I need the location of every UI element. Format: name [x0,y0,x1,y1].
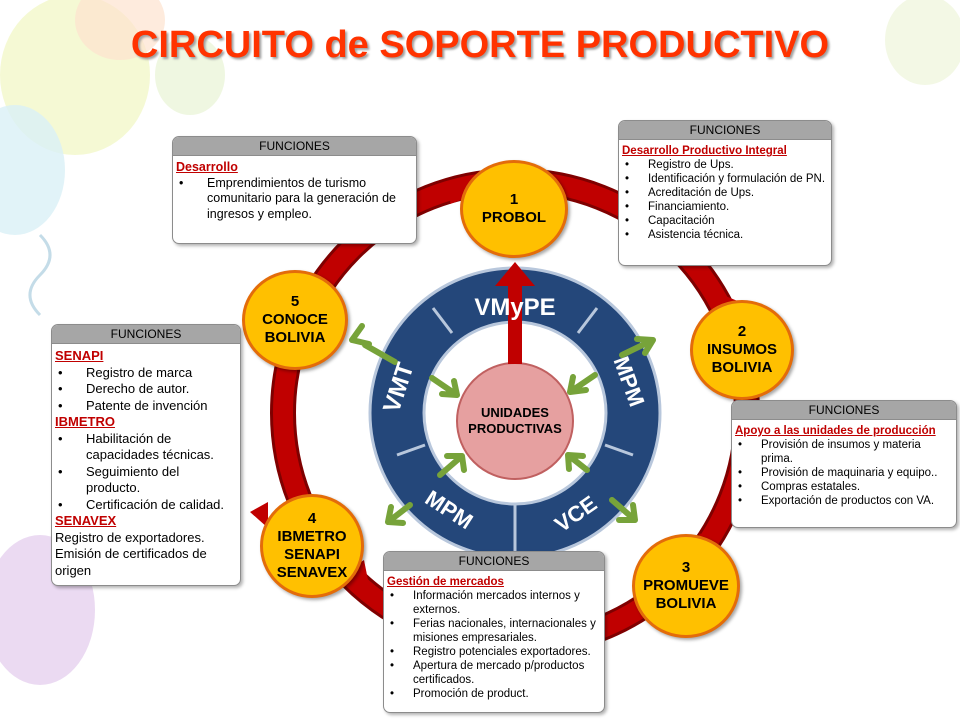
box-section-heading: IBMETRO [55,414,115,429]
node-number: 5 [290,293,300,310]
green-arrow [567,372,598,395]
funciones-box-senapi-ibmetro-senavex: FUNCIONES SENAPI Registro de marca Derec… [51,324,241,586]
balloon-decoration [75,0,165,60]
node-label: BOLIVIA [264,329,326,346]
node-label: IBMETRO [277,528,347,545]
balloon-decoration [0,105,65,235]
box-header: FUNCIONES [384,552,604,571]
node-number: 4 [307,510,317,527]
text-line: Registro de exportadores. [55,529,205,545]
list-item: Provisión de insumos y materia prima. [735,438,952,466]
box-section-heading: Desarrollo [176,160,238,174]
box-section-heading: Apoyo a las unidades de producción [735,425,936,437]
node-insumos-bolivia: 2 INSUMOS BOLIVIA [690,300,794,400]
box-section-heading: SENAVEX [55,513,117,528]
list-item: Compras estatales. [735,480,952,494]
text-line: Emisión de certificados de origen [55,546,207,578]
list-item: Derecho de autor. [55,381,236,398]
green-arrows [349,323,656,526]
ring-arrowhead [342,560,370,590]
list-item: Registro potenciales exportadores. [387,645,600,659]
list-item: Promoción de product. [387,687,600,701]
green-arrow [429,375,460,398]
list-item: Habilitación de capacidades técnicas. [55,431,236,464]
green-arrow [565,452,590,473]
list-item: Asistencia técnica. [622,228,827,242]
list-item: Patente de invención [55,398,236,415]
ring-divider [396,443,426,457]
node-conoce-bolivia: 5 CONOCE BOLIVIA [242,270,348,370]
box-header: FUNCIONES [52,325,240,344]
node-label: SENAVEX [276,564,348,581]
ring-arrowhead [250,502,268,528]
node-promueve-bolivia: 3 PROMUEVE BOLIVIA [632,534,740,638]
node-label: CONOCE [262,311,328,328]
center-label-line2: PRODUCTIVAS [468,421,562,436]
green-arrow [609,497,638,523]
list-item: Exportación de productos con VA. [735,494,952,508]
box-section-heading: Desarrollo Productivo Integral [622,145,787,157]
balloon-string [28,233,52,317]
balloon-decoration [155,35,225,115]
funciones-box-apoyo: FUNCIONES Apoyo a las unidades de produc… [731,400,957,528]
node-label: INSUMOS [706,341,777,358]
box-header: FUNCIONES [173,137,416,156]
list-item: Capacitación [622,214,827,228]
list-item: Provisión de maquinaria y equipo.. [735,466,952,480]
list-item: Acreditación de Ups. [622,186,827,200]
green-arrow [437,453,467,478]
node-number: 3 [681,559,691,576]
list-item: Registro de marca [55,365,236,382]
node-label: BOLIVIA [655,595,717,612]
ring-divider [604,443,634,457]
funciones-box-desarrollo: FUNCIONES Desarrollo Emprendimientos de … [172,136,417,244]
node-probol: 1 PROBOL [460,160,568,258]
list-item: Emprendimientos de turismo comunitario p… [176,176,412,223]
green-arrow [349,323,398,365]
node-label: BOLIVIA [711,359,773,376]
center-label-line1: UNIDADES [481,405,549,420]
green-arrow [385,502,413,526]
ring-divider [576,307,599,334]
center-up-arrow-head [495,262,535,286]
center-up-arrow-shaft [508,284,522,364]
ring-label-top: VMyPE [474,294,555,321]
box-section-heading: Gestión de mercados [387,576,504,588]
list-item: Registro de Ups. [622,158,827,172]
list-item: Ferias nacionales, internacionales y mis… [387,617,600,645]
list-item: Información mercados internos y externos… [387,589,600,617]
list-item: Certificación de calidad. [55,497,236,514]
box-header: FUNCIONES [619,121,831,140]
page-title: CIRCUITO de SOPORTE PRODUCTIVO [130,24,830,66]
funciones-box-desarrollo-productivo: FUNCIONES Desarrollo Productivo Integral… [618,120,832,266]
node-ibmetro-senapi-senavex: 4 IBMETRO SENAPI SENAVEX [260,494,364,598]
node-label: SENAPI [284,546,340,563]
box-header: FUNCIONES [732,401,956,420]
ring-dividers [396,307,634,560]
balloon-decoration [885,0,960,85]
box-section-heading: SENAPI [55,348,104,363]
node-number: 1 [509,191,519,208]
funciones-box-gestion-mercados: FUNCIONES Gestión de mercados Informació… [383,551,605,713]
ring-divider [431,307,454,334]
node-number: 2 [737,323,747,340]
list-item: Financiamiento. [622,200,827,214]
list-item: Apertura de mercado p/productos certific… [387,659,600,687]
list-item: Identificación y formulación de PN. [622,172,827,186]
green-arrow [619,336,656,358]
node-label: PROBOL [481,209,547,226]
list-item: Seguimiento del producto. [55,464,236,497]
node-label: PROMUEVE [643,577,729,594]
